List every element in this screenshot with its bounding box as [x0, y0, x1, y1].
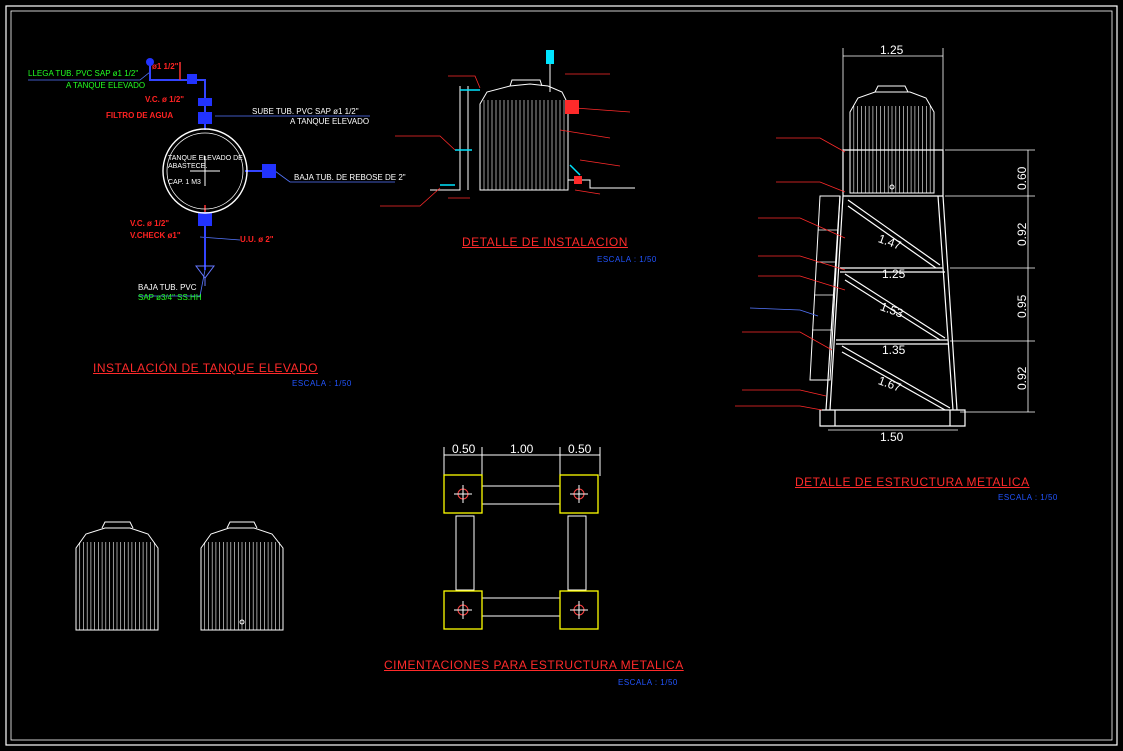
label-sube-tub: SUBE TUB. PVC SAP ø1 1/2": [252, 107, 359, 116]
dim-bottom-width: 1.50: [880, 430, 904, 444]
title-cimentaciones: CIMENTACIONES PARA ESTRUCTURA METALICA: [384, 658, 684, 672]
dim-h1: 0.60: [1015, 166, 1029, 190]
label-baja-tub: BAJA TUB. PVC: [138, 283, 197, 292]
tank-elevations: [75, 521, 284, 631]
footing-anchor-mark: [454, 485, 472, 503]
label-vc-2: V.C. ø 1/2": [130, 219, 170, 228]
foundations-plan: [443, 447, 601, 630]
dim-h3: 0.95: [1015, 294, 1029, 318]
label-baja-tub-2: SAP ø3/4" SS.HH: [138, 293, 202, 302]
plan-tank-installation: [28, 58, 395, 297]
label-tank-1: TANQUE ELEVADO DE: [168, 155, 243, 162]
label-tank-2: ABASTECE.: [168, 163, 208, 170]
label-filtro: FILTRO DE AGUA: [106, 111, 174, 120]
metal-structure-detail: [735, 48, 1035, 431]
title-detalle-estructura: DETALLE DE ESTRUCTURA METALICA: [795, 475, 1030, 489]
dim-found-b: 1.00: [510, 442, 534, 456]
dim-top-width: 1.25: [880, 43, 904, 57]
steel-tower: [809, 149, 966, 427]
structure-tank: [849, 85, 935, 194]
footing-anchor-mark: [570, 601, 588, 619]
label-uu: U.U. ø 2": [240, 235, 274, 244]
detail-tank: [479, 79, 569, 191]
scale-cimentaciones: ESCALA : 1/50: [618, 678, 678, 687]
dim-w2: 1.25: [882, 267, 906, 281]
dim-found-c: 0.50: [568, 442, 592, 456]
dim-h2: 0.92: [1015, 222, 1029, 246]
footing-anchor-mark: [454, 601, 472, 619]
dim-h4: 0.92: [1015, 366, 1029, 390]
label-tank-3: CAP. 1 M3: [168, 179, 201, 186]
title-detalle-instalacion: DETALLE DE INSTALACION: [462, 235, 628, 249]
scale-instalacion-tanque: ESCALA : 1/50: [292, 379, 352, 388]
scale-detalle-estructura: ESCALA : 1/50: [998, 493, 1058, 502]
label-llega-tub-2: A TANQUE ELEVADO: [66, 81, 146, 90]
title-instalacion-tanque: INSTALACIÓN DE TANQUE ELEVADO: [93, 361, 318, 375]
scale-detalle-instalacion: ESCALA : 1/50: [597, 255, 657, 264]
dim-w3: 1.35: [882, 343, 906, 357]
label-vc: V.C. ø 1/2": [145, 95, 185, 104]
dim-found-a: 0.50: [452, 442, 476, 456]
label-vcheck: V.CHECK ø1": [130, 231, 181, 240]
label-llega-tub: LLEGA TUB. PVC SAP ø1 1/2": [28, 69, 139, 78]
label-sube-tub-2: A TANQUE ELEVADO: [290, 117, 370, 126]
footing-anchor-mark: [570, 485, 588, 503]
label-rebose: BAJA TUB. DE REBOSE DE 2": [294, 173, 406, 182]
drawing-frame: [5, 5, 1118, 746]
installation-detail: [380, 50, 635, 207]
structure-dim-lines: [828, 48, 1035, 431]
label-pipe-diameter: ø1 1/2": [152, 62, 179, 71]
